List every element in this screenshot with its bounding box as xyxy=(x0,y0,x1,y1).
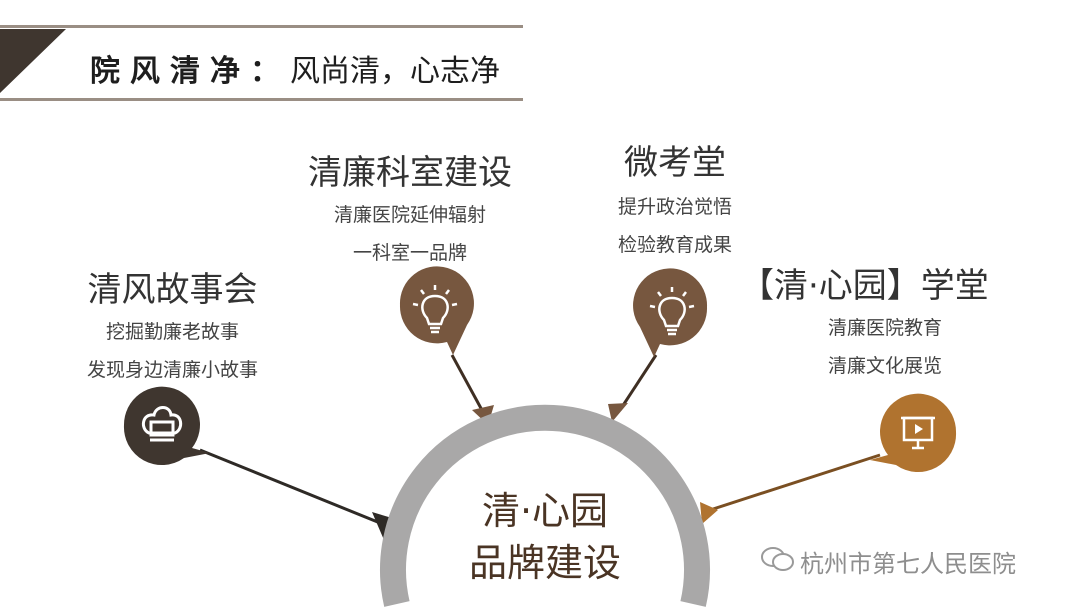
center-line-1: 清·心园 xyxy=(481,489,609,533)
wechat-icon xyxy=(760,545,796,579)
connector-top-left xyxy=(450,354,485,413)
branch-micro-exam: 微考堂 提升政治觉悟 检验教育成果 xyxy=(595,135,755,264)
branch-title: 【清·心园】学堂 xyxy=(740,266,989,306)
title-main: 院风清净： xyxy=(90,54,290,89)
watermark: 杭州市第七人民医院 xyxy=(760,544,1016,579)
branch-line: 一科室一品牌 xyxy=(352,242,467,264)
branch-story-club: 清风故事会 挖掘勤廉老故事 发现身边清廉小故事 xyxy=(60,262,285,389)
lightbulb-icon xyxy=(649,287,695,336)
header-top-rule xyxy=(0,25,523,28)
watermark-text: 杭州市第七人民医院 xyxy=(800,550,1016,578)
connector-right-arrow xyxy=(700,502,718,524)
branch-department: 清廉科室建设 清廉医院延伸辐射 一科室一品牌 xyxy=(280,145,540,272)
branch-line: 检验教育成果 xyxy=(617,234,732,256)
connector-right xyxy=(709,453,881,512)
lightbulb-icon xyxy=(412,285,458,334)
center-line-2: 品牌建设 xyxy=(468,541,621,585)
header-bottom-rule xyxy=(0,98,523,101)
branch-title: 清风故事会 xyxy=(87,270,258,310)
center-ring xyxy=(380,404,710,607)
branch-line: 发现身边清廉小故事 xyxy=(86,359,258,381)
connector-left-arrow xyxy=(372,512,392,540)
pin-top-right xyxy=(633,268,708,357)
branch-line: 清廉医院延伸辐射 xyxy=(333,204,486,226)
branch-line: 挖掘勤廉老故事 xyxy=(105,321,239,343)
connector-left xyxy=(199,448,386,527)
center-label: 清·心园 品牌建设 xyxy=(425,485,665,589)
branch-title: 清廉科室建设 xyxy=(308,153,512,193)
title-sub: 风尚清，心志净 xyxy=(290,54,500,89)
connector-top-right xyxy=(618,354,658,411)
pin-right xyxy=(870,393,957,473)
pin-left xyxy=(123,386,210,466)
connector-top-right-arrow xyxy=(608,403,628,422)
presentation-icon xyxy=(901,416,935,450)
branch-line: 提升政治觉悟 xyxy=(617,196,732,218)
chef-hat-icon xyxy=(141,406,183,442)
branch-title: 微考堂 xyxy=(624,143,726,183)
branch-line: 清廉文化展览 xyxy=(827,355,942,377)
header-corner-triangle xyxy=(0,29,66,93)
branch-line: 清廉医院教育 xyxy=(827,317,942,339)
pin-top-left xyxy=(399,266,474,355)
page-title: 院风清净：风尚清，心志净 xyxy=(90,46,500,90)
branch-academy: 【清·心园】学堂 清廉医院教育 清廉文化展览 xyxy=(740,258,1050,385)
